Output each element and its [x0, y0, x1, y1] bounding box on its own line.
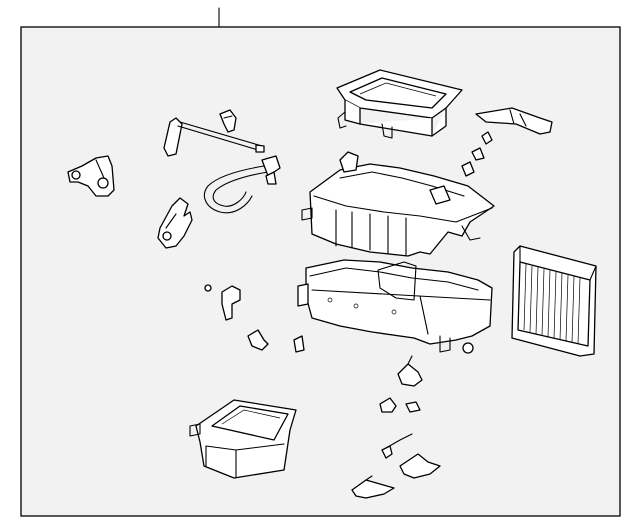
- lower-duct: [189, 399, 297, 479]
- grommet: [397, 355, 423, 387]
- lever-small-1: [379, 397, 421, 413]
- vacuum-hose: [203, 155, 281, 214]
- linkage-small-1: [204, 284, 241, 321]
- actuator-arm: [157, 197, 193, 249]
- screw: [461, 131, 493, 177]
- lower-case: [297, 259, 493, 354]
- actuator-rod: [163, 117, 265, 157]
- lever-small-4: [351, 475, 395, 499]
- duct-right: [475, 107, 553, 135]
- lever-small-2: [381, 433, 413, 459]
- clip: [219, 109, 237, 133]
- heater-core: [511, 245, 597, 357]
- linkage-small-2: [247, 329, 269, 351]
- upper-case: [301, 151, 495, 257]
- filter-cover: [336, 69, 463, 139]
- bracket-left: [67, 155, 115, 197]
- clip-small: [293, 335, 305, 353]
- lever-small-3: [399, 453, 441, 479]
